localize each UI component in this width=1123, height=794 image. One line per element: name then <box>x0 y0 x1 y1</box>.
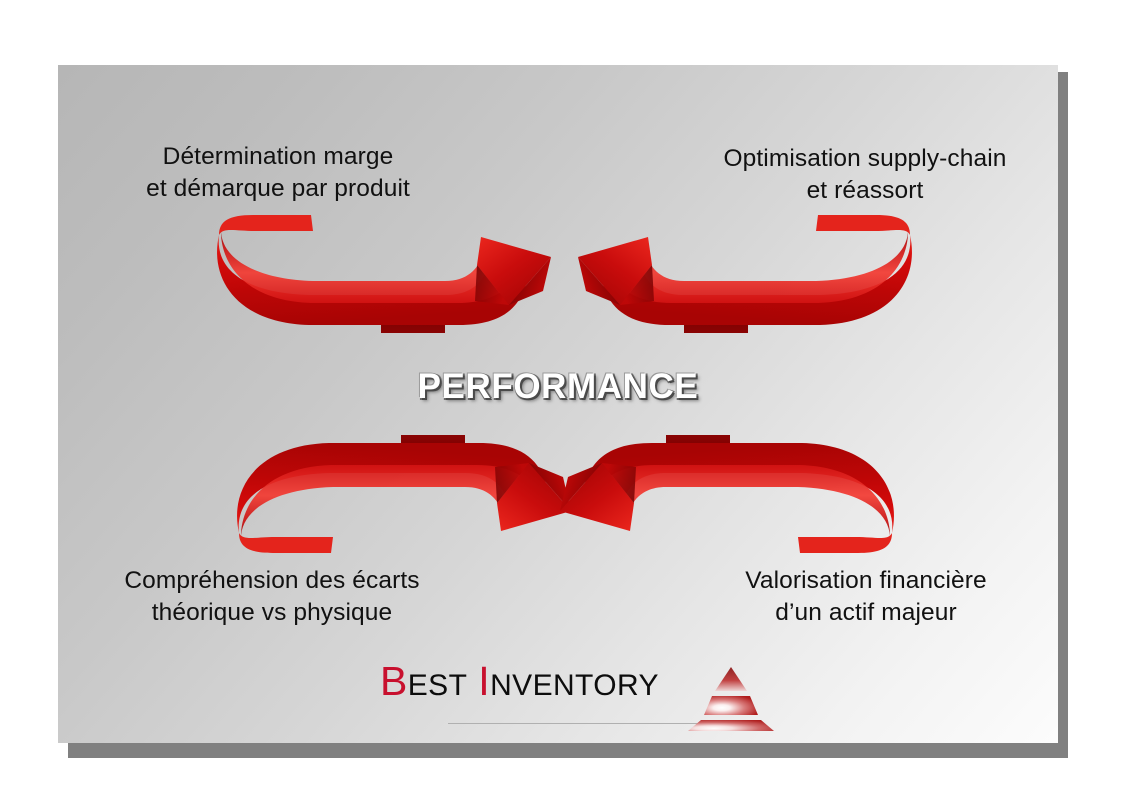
logo-underline-rule <box>448 723 742 724</box>
caption-bottom-right: Valorisation financière d’un actif majeu… <box>745 567 987 627</box>
logo: BEST INVENTORY <box>380 661 774 743</box>
curved-arrow-bottom-left <box>233 420 583 555</box>
logo-word-two-rest: NVENTORY <box>490 669 659 702</box>
caption-top-right: Optimisation supply-chain et réassort <box>723 145 1007 205</box>
slide-panel: Détermination marge et démarque par prod… <box>58 65 1058 743</box>
curved-arrow-top-left <box>213 213 563 348</box>
caption-top-left: Détermination marge et démarque par prod… <box>146 143 410 203</box>
logo-initial-b: B <box>380 658 408 704</box>
center-performance-label: PERFORMANCE <box>417 367 699 406</box>
pyramid-icon <box>685 665 777 733</box>
logo-wordmark: BEST INVENTORY <box>380 661 680 703</box>
logo-word-one-rest: EST <box>407 669 468 702</box>
logo-initial-i: I <box>478 658 491 704</box>
curved-arrow-bottom-right <box>548 420 898 555</box>
curved-arrow-top-right <box>566 213 916 348</box>
caption-bottom-left: Compréhension des écarts théorique vs ph… <box>124 567 420 627</box>
